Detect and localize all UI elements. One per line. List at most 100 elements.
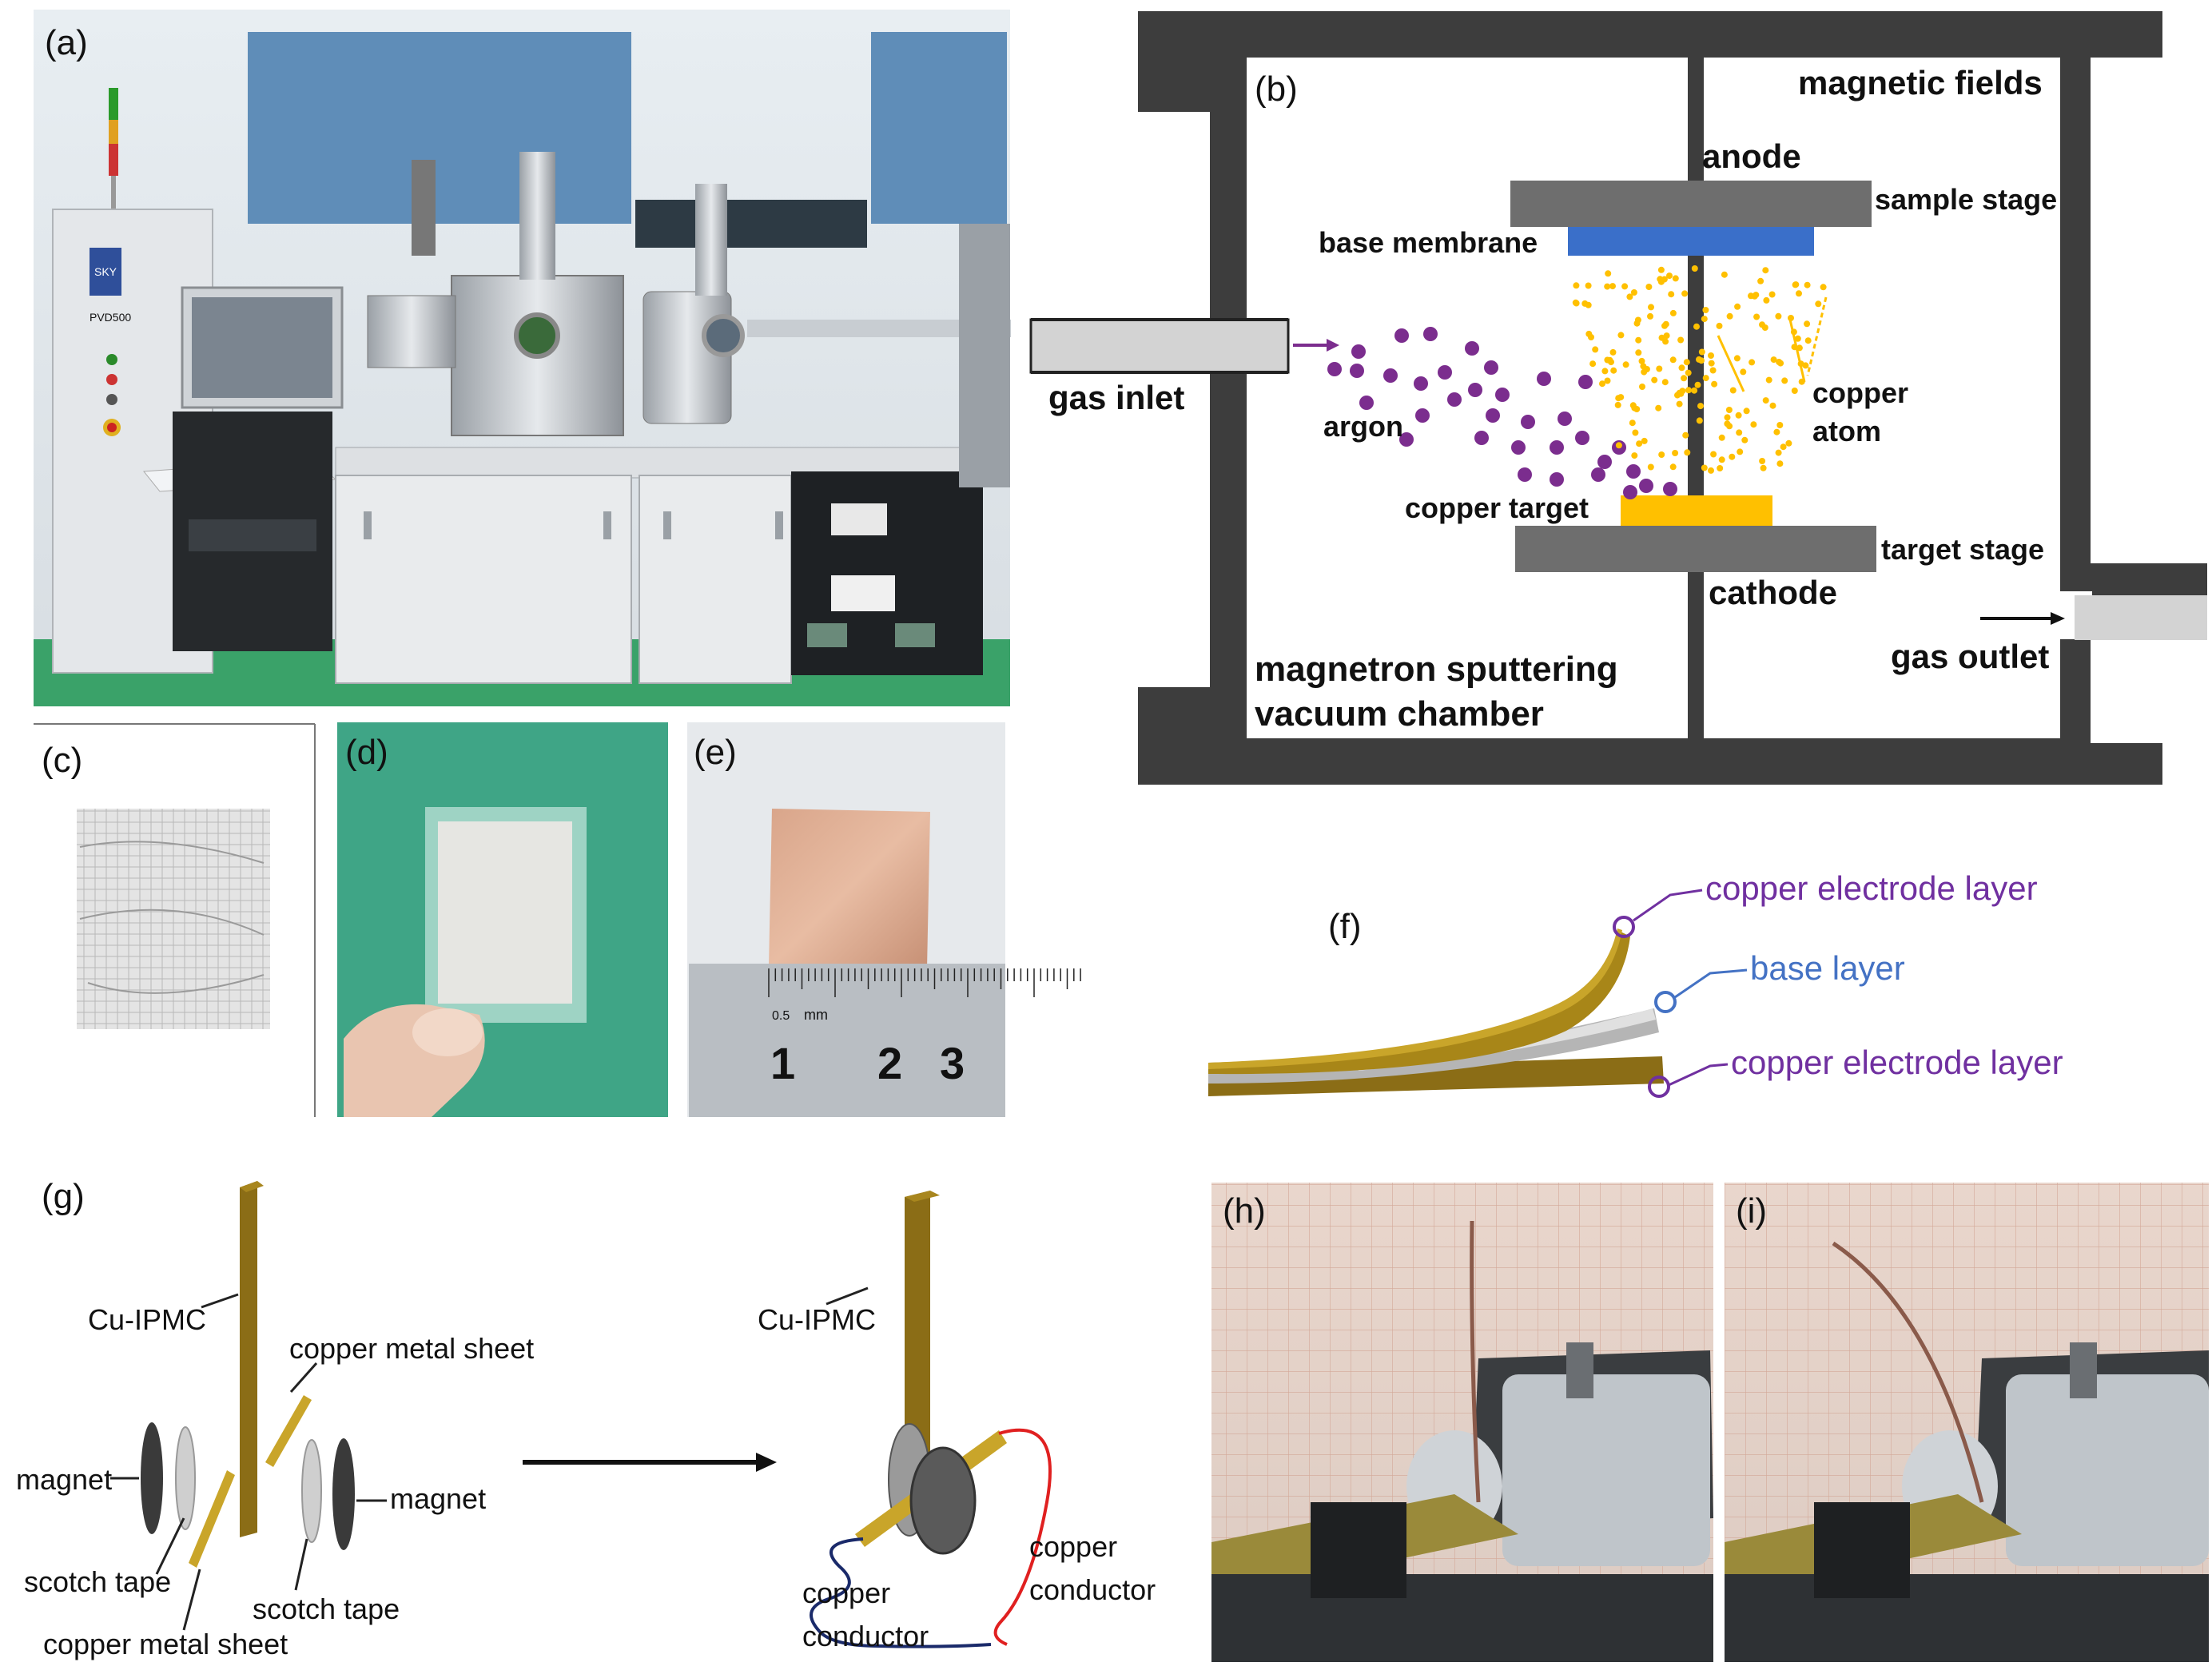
copper-atom-particle (1802, 362, 1809, 369)
copper-atom-particle (1668, 291, 1675, 298)
copper-atom-particle (1770, 356, 1777, 364)
argon-particle (1414, 376, 1428, 391)
base-layer-marker (1654, 991, 1677, 1013)
argon-particle (1465, 341, 1479, 356)
copper-atom-particle (1682, 431, 1689, 439)
copper-atom-particle (1645, 284, 1653, 290)
argon-particle (1447, 392, 1462, 407)
copper-atom-particle (1610, 367, 1617, 374)
argon-particle (1399, 432, 1414, 447)
label-cu-ipmc-right: Cu-IPMC (758, 1303, 876, 1336)
copper-atom-particle (1641, 437, 1648, 444)
copper-atom-particle (1737, 448, 1744, 455)
argon-particle (1623, 485, 1637, 499)
copper-atom-particle (1762, 397, 1769, 404)
copper-atom-particle (1762, 267, 1769, 274)
copper-atom-particle (1669, 463, 1677, 471)
panel-a-photo: PVD500 SKY (34, 10, 1011, 706)
copper-atom-particle (1760, 464, 1767, 471)
copper-atom-particle (1634, 316, 1641, 324)
copper-atom-particle (1672, 450, 1679, 456)
copper-atom-particle (1691, 265, 1698, 272)
label-top-copper-layer: copper electrode layer (1705, 869, 2038, 907)
copper-atom-particle (1769, 402, 1776, 409)
copper-atom-particle (1632, 429, 1639, 436)
copper-atom-particle (1657, 266, 1665, 273)
copper-atom-particle (1781, 377, 1788, 384)
copper-atom-particle (1658, 451, 1665, 458)
label-vacuum-chamber-line2: vacuum chamber (1255, 694, 1544, 734)
copper-atom-particle (1776, 422, 1784, 428)
gas-outlet-pipe (2075, 595, 2207, 640)
base-membrane (1568, 227, 1814, 256)
copper-metal-sheet-upper (265, 1395, 312, 1467)
argon-particle (1383, 368, 1398, 383)
copper-atom-particle (1683, 359, 1690, 366)
argon-particle (1597, 455, 1612, 469)
copper-atom-particle (1749, 359, 1756, 366)
copper-atom-particle (1734, 303, 1741, 310)
copper-atom-particle (1717, 465, 1724, 471)
clamp-cylinder-i (2006, 1374, 2209, 1566)
copper-atom-particle (1651, 376, 1658, 384)
copper-atom-particle (1657, 276, 1664, 283)
copper-atom-particle (1663, 332, 1670, 340)
copper-atom-particle (1721, 271, 1728, 278)
panel-label-b: (b) (1255, 70, 1298, 109)
panel-label-e: (e) (694, 733, 737, 772)
copper-atom-particle (1638, 357, 1645, 364)
copper-atom-particle (1765, 376, 1772, 384)
copper-atom-particle (1708, 360, 1715, 367)
copper-atom-particle (1696, 356, 1702, 363)
label-copper-atom-line1: copper (1812, 376, 1908, 409)
copper-atom-particle (1753, 313, 1760, 320)
copper-atom-particle (1796, 290, 1802, 297)
label-magnet-left: magnet (16, 1463, 112, 1496)
copper-atom-particle (1669, 309, 1677, 316)
copper-atom-particle (1633, 406, 1641, 412)
argon-particle (1486, 408, 1500, 423)
label-scotch-tape-right: scotch tape (253, 1592, 400, 1625)
copper-atom-particle (1685, 387, 1692, 394)
panel-e-photo: 1 2 3 0.5 mm (687, 722, 1081, 1117)
copper-atom-particle (1702, 307, 1709, 313)
label-conductor-left-line1: copper (802, 1577, 890, 1609)
argon-particle (1521, 415, 1535, 429)
copper-atom-particle (1684, 449, 1691, 456)
clamp-cylinder (1502, 1374, 1710, 1566)
copper-atom-particle (1768, 291, 1776, 298)
label-base-layer: base layer (1750, 949, 1905, 987)
panel-label-i: (i) (1736, 1191, 1767, 1231)
panel-f-layer-diagram (1208, 889, 1748, 1098)
copper-atom-particle (1656, 365, 1663, 372)
panel-label-d: (d) (345, 733, 388, 772)
cabinet-door-left (335, 475, 632, 684)
base-layer-strip (1208, 1008, 1659, 1084)
panel-d-photo (337, 722, 668, 1117)
copper-atom-particle (1609, 348, 1617, 356)
label-conductor-right-line1: copper (1029, 1530, 1117, 1563)
argon-particle (1415, 408, 1430, 423)
copper-atom-particle (1615, 442, 1622, 449)
copper-atom-particle (1710, 451, 1717, 458)
copper-atom-particle (1708, 467, 1714, 474)
copper-atom-particle (1708, 352, 1714, 359)
argon-particle (1423, 327, 1438, 341)
panel-label-h: (h) (1223, 1191, 1266, 1231)
copper-atom-particle (1696, 417, 1703, 424)
red-conductor-wire (993, 1428, 1052, 1646)
equipment-model-label: PVD500 (90, 311, 131, 324)
bottom-layer-marker (1648, 1076, 1670, 1098)
copper-atom-particle (1701, 316, 1708, 323)
copper-atom-particle (1820, 284, 1827, 291)
magnet-left (141, 1422, 163, 1534)
copper-atom-particle (1709, 367, 1717, 374)
scotch-tape-right (301, 1439, 322, 1543)
copper-atom-particle (1750, 421, 1757, 428)
label-magnet-right: magnet (390, 1482, 486, 1515)
label-argon: argon (1323, 410, 1403, 443)
copper-atom-particle (1724, 420, 1731, 427)
copper-atom-particle (1798, 378, 1805, 385)
copper-atom-particle (1733, 355, 1741, 362)
copper-atom-particle (1729, 453, 1736, 460)
